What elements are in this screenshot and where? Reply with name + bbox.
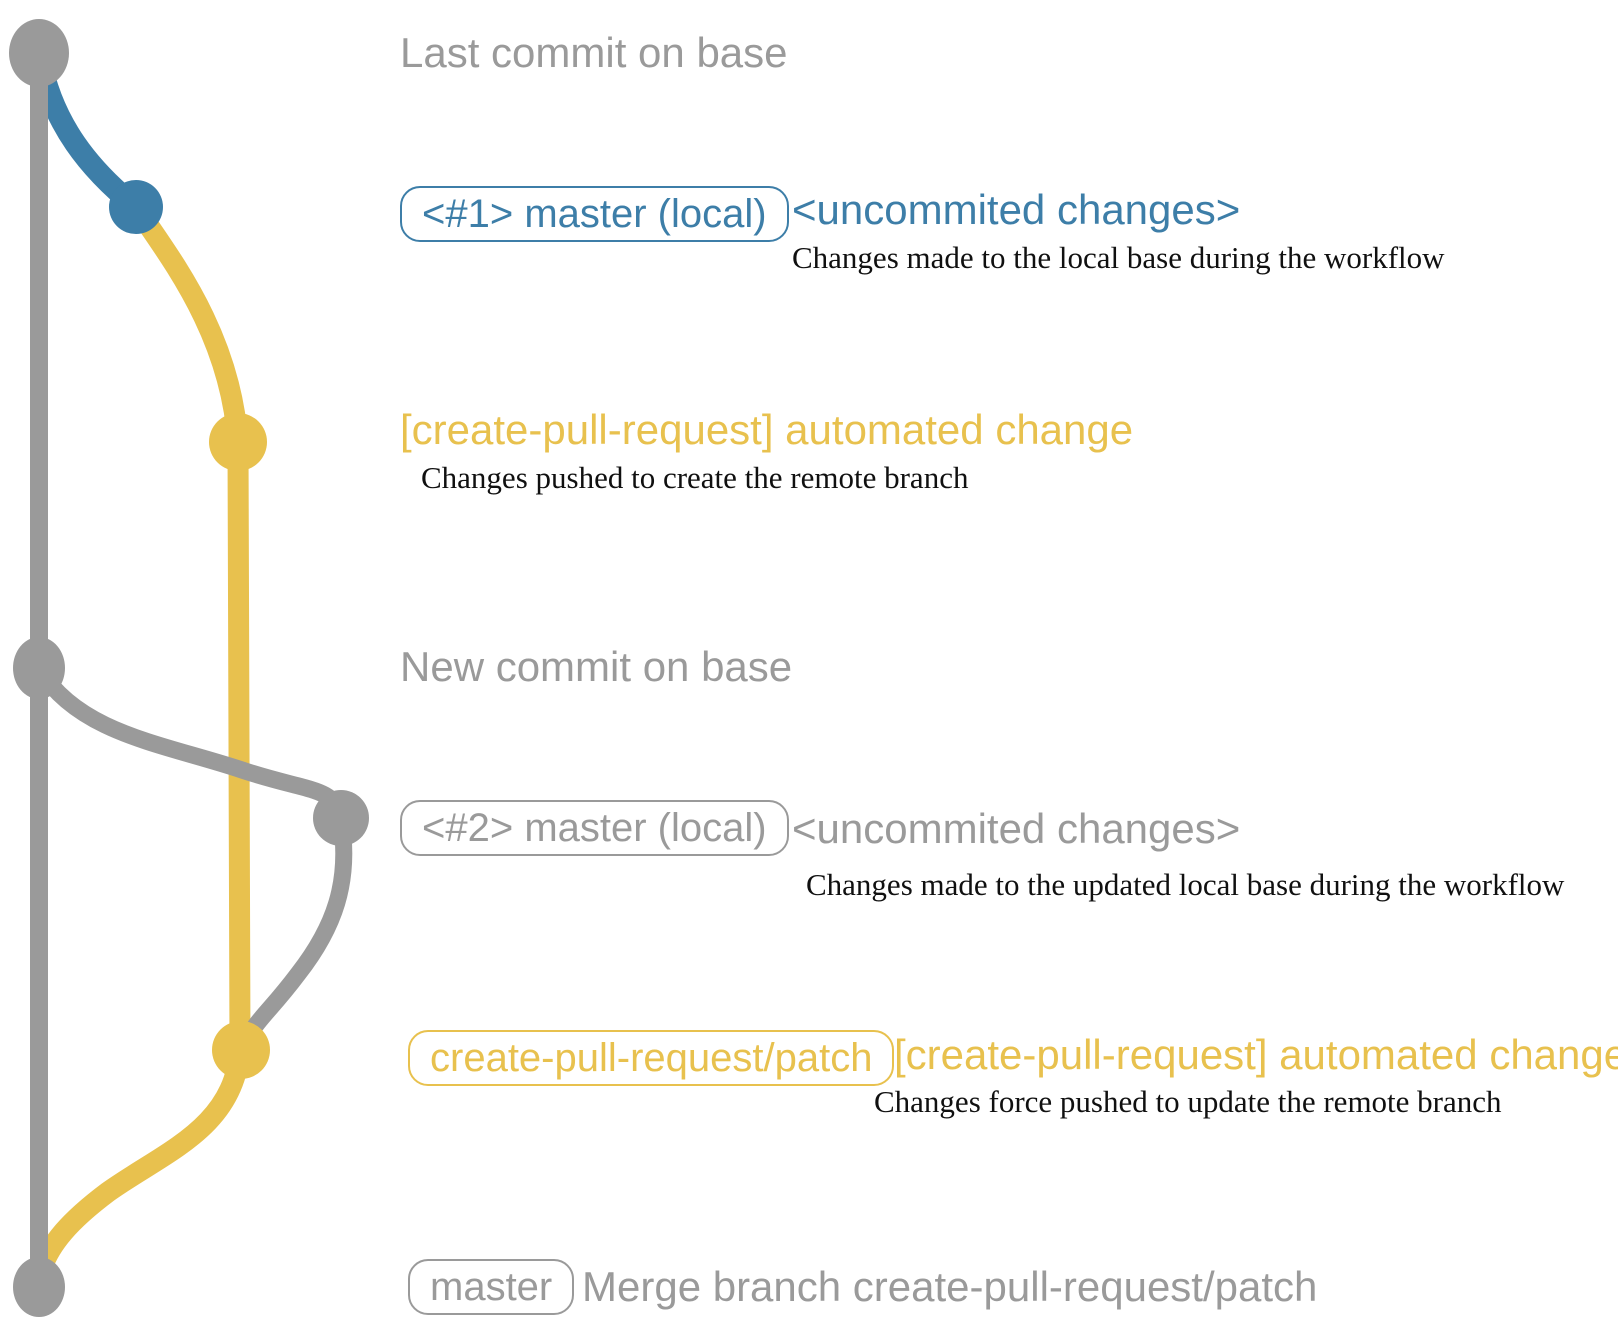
- commit-node-uncommitted-1: [109, 180, 163, 234]
- commit-description-patch-2: Changes force pushed to update the remot…: [874, 1084, 1502, 1119]
- commit-message-uncommitted-1: <uncommited changes>: [792, 186, 1241, 233]
- branch-badge-master-local-2: <#2> master (local): [400, 800, 789, 856]
- branch-badge-master: master: [408, 1259, 575, 1315]
- commit-description-uncommitted-1: Changes made to the local base during th…: [792, 240, 1445, 275]
- commit-message-merge: Merge branch create-pull-request/patch: [582, 1263, 1318, 1310]
- commit-message-uncommitted-2: <uncommited changes>: [792, 805, 1241, 852]
- commit-node-last-base: [9, 19, 69, 87]
- branch-line-master2-to-patch2: [235, 811, 353, 1055]
- branch-badge-master-local-1: <#1> master (local): [400, 186, 789, 242]
- commit-description-uncommitted-2: Changes made to the updated local base d…: [806, 867, 1565, 902]
- branch-badge-create-pull-request-patch: create-pull-request/patch: [408, 1030, 895, 1086]
- commit-message-patch-2: [create-pull-request] automated change: [894, 1031, 1618, 1078]
- branch-line-base-to-master2: [31, 661, 350, 825]
- commit-node-uncommitted-2: [313, 790, 369, 846]
- commit-node-patch-2: [212, 1021, 270, 1079]
- commit-message-patch-1: [create-pull-request] automated change: [400, 406, 1134, 453]
- commit-message-last-base: Last commit on base: [400, 29, 788, 76]
- commit-node-new-base: [13, 637, 65, 699]
- commit-description-patch-1: Changes pushed to create the remote bran…: [421, 460, 969, 495]
- commit-node-merge: [13, 1257, 65, 1317]
- branch-line-create-pull-request-patch: [29, 196, 251, 1285]
- commit-node-patch-1: [209, 413, 267, 471]
- commit-message-new-base: New commit on base: [400, 643, 793, 690]
